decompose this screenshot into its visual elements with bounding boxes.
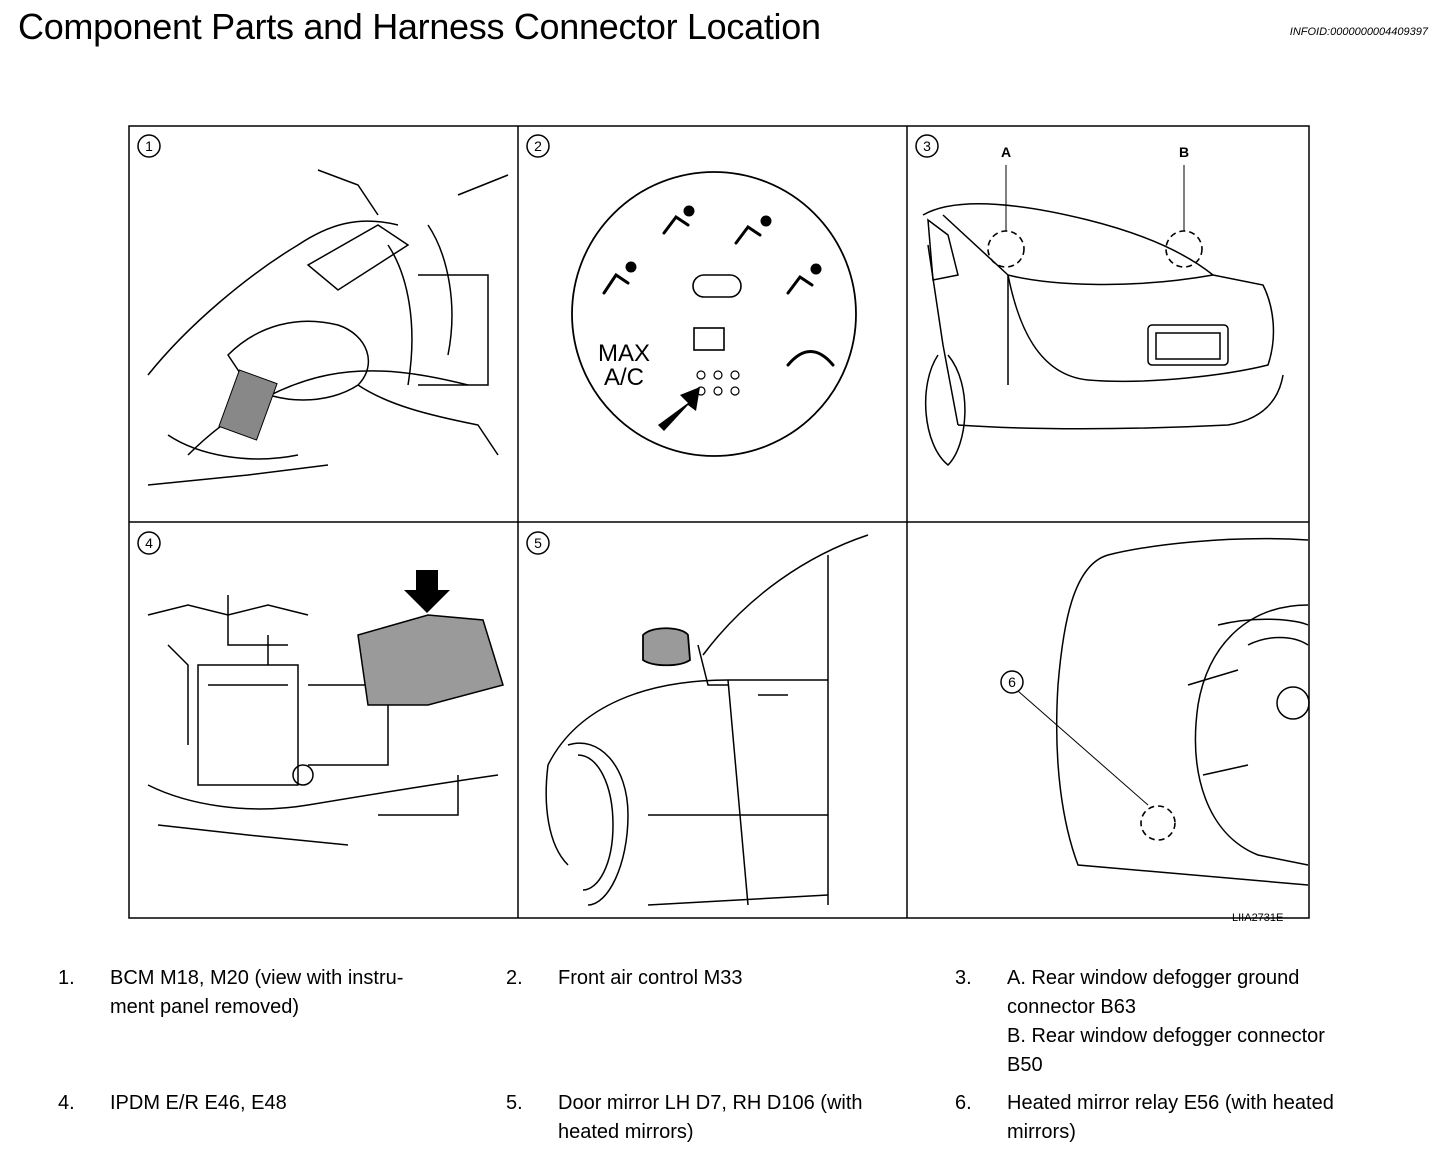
panel-2-max-label: MAX xyxy=(598,340,650,367)
panel-4-ipdm-box xyxy=(357,614,504,706)
panel-5-number: 5 xyxy=(534,535,542,551)
callout-4-number: 4. xyxy=(58,1092,75,1114)
callout-1-text: BCM M18, M20 (view with instru- ment pan… xyxy=(110,967,404,1018)
panel-4-ipdm-illustration xyxy=(147,595,499,846)
panel-1-bcm-hatch xyxy=(218,369,278,441)
panel-4-number: 4 xyxy=(145,535,153,551)
callout-4-text: IPDM E/R E46, E48 xyxy=(110,1092,287,1114)
panel-6-number: 6 xyxy=(1008,674,1016,690)
callout-2-number: 2. xyxy=(506,967,523,989)
callout-3-text: A. Rear window defogger ground connector… xyxy=(1007,967,1325,1076)
panel-3-number: 3 xyxy=(923,138,931,154)
panel-3-marker-a: A xyxy=(1001,144,1011,160)
panel-3-rear-car-illustration xyxy=(922,203,1284,467)
panel-2-arrow-icon xyxy=(658,387,700,431)
panel-2-ac-label: A/C xyxy=(604,364,644,391)
panel-3-marker-b: B xyxy=(1179,144,1189,160)
callout-1-number: 1. xyxy=(58,967,75,989)
panel-2-mode-icons xyxy=(602,205,835,367)
callout-6-number: 6. xyxy=(955,1092,972,1114)
callout-2-text: Front air control M33 xyxy=(558,967,743,989)
callout-6-text: Heated mirror relay E56 (with heated mir… xyxy=(1007,1092,1334,1143)
panel-6-relay-marker xyxy=(1140,805,1176,841)
panel-6-steering-illustration xyxy=(1055,537,1310,886)
grid-lines xyxy=(128,125,1310,919)
panel-5-front-car-illustration xyxy=(545,534,869,906)
panel-5-mirror xyxy=(642,627,691,667)
panel-1-number: 1 xyxy=(145,138,153,154)
page-title: Component Parts and Harness Connector Lo… xyxy=(18,6,821,47)
panel-1-bcm-illustration xyxy=(147,169,509,486)
panel-4-arrow-icon xyxy=(404,570,450,613)
callout-5-number: 5. xyxy=(506,1092,523,1114)
illustration-grid: 1 2 3 4 5 MAX xyxy=(128,125,1310,919)
callout-3-number: 3. xyxy=(955,967,972,989)
callout-5-text: Door mirror LH D7, RH D106 (with heated … xyxy=(558,1092,863,1143)
figure-code: LIIA2731E xyxy=(1232,912,1284,924)
info-id: INFOID:0000000004409397 xyxy=(1289,26,1428,38)
panel-2-number: 2 xyxy=(534,138,542,154)
panel-2-air-control-illustration: MAX A/C xyxy=(571,171,857,457)
illustration-svg: 1 2 3 4 5 MAX xyxy=(128,125,1310,919)
